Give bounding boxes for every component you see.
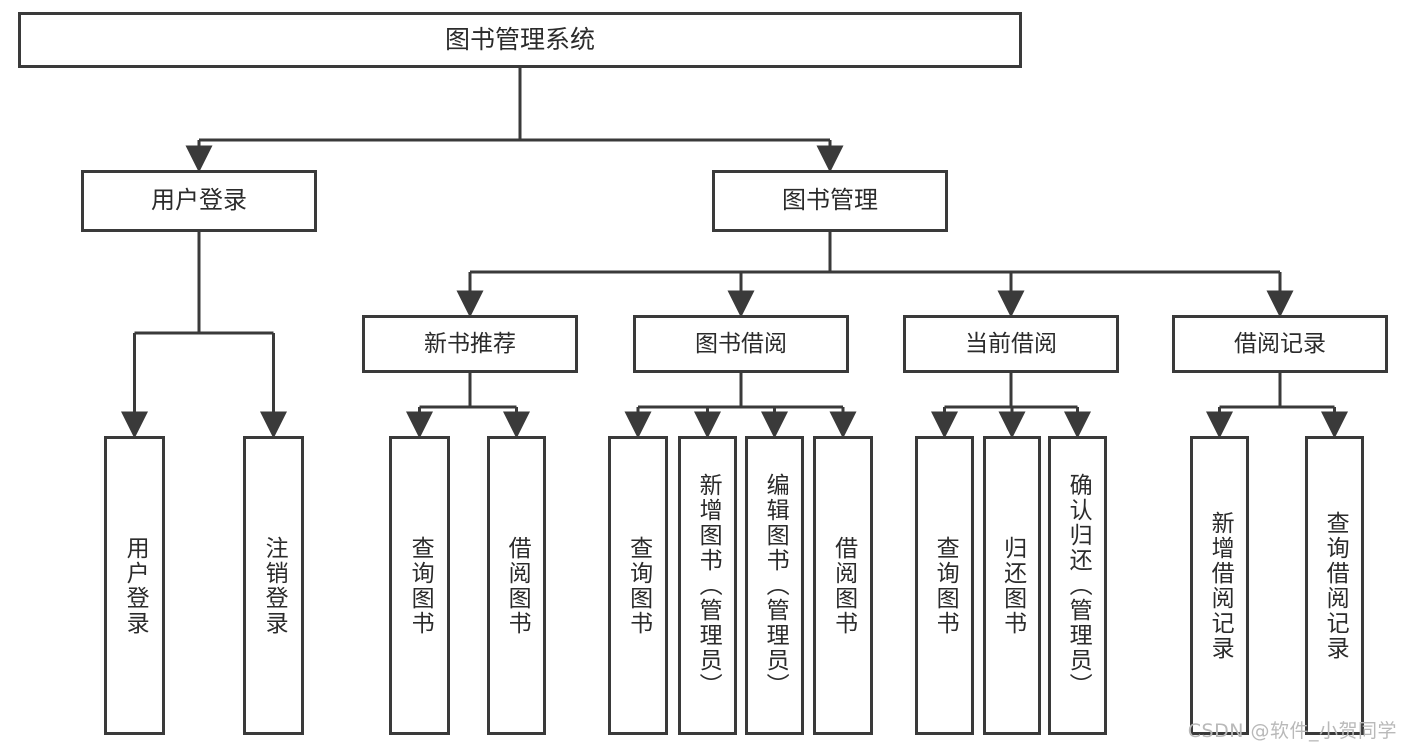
node-leaf-borrow-book-2[interactable]: 借阅图书: [813, 436, 873, 735]
node-user-login-label: 用户登录: [151, 186, 247, 215]
node-leaf-add-book-label: 新增图书（管理员）: [695, 473, 722, 698]
node-book-borrow[interactable]: 图书借阅: [633, 315, 849, 373]
edges-group: [121, 68, 1348, 439]
node-leaf-query-record-label: 查询借阅记录: [1322, 510, 1349, 661]
node-leaf-user-login-label: 用户登录: [122, 535, 149, 636]
node-book-borrow-label: 图书借阅: [695, 330, 787, 357]
node-leaf-query-book-3-label: 查询图书: [932, 535, 959, 636]
node-leaf-query-book-1-label: 查询图书: [407, 535, 434, 636]
node-current-borrow-label: 当前借阅: [965, 330, 1057, 357]
node-leaf-query-record[interactable]: 查询借阅记录: [1305, 436, 1364, 735]
node-leaf-add-book[interactable]: 新增图书（管理员）: [678, 436, 737, 735]
node-user-login[interactable]: 用户登录: [81, 170, 317, 232]
node-borrow-record-label: 借阅记录: [1234, 330, 1326, 357]
node-leaf-borrow-book-2-label: 借阅图书: [830, 535, 857, 636]
node-leaf-query-book-3[interactable]: 查询图书: [915, 436, 974, 735]
node-leaf-query-book-1[interactable]: 查询图书: [389, 436, 450, 735]
node-leaf-edit-book-label: 编辑图书（管理员）: [762, 473, 789, 698]
node-borrow-record[interactable]: 借阅记录: [1172, 315, 1388, 373]
node-leaf-confirm-return[interactable]: 确认归还（管理员）: [1048, 436, 1107, 735]
node-leaf-return-book[interactable]: 归还图书: [983, 436, 1041, 735]
node-leaf-borrow-book-1-label: 借阅图书: [504, 535, 531, 636]
node-leaf-query-book-2-label: 查询图书: [625, 535, 652, 636]
node-leaf-query-book-2[interactable]: 查询图书: [608, 436, 668, 735]
watermark-text: CSDN @软件_小贺同学: [1187, 720, 1397, 742]
node-leaf-borrow-book-1[interactable]: 借阅图书: [487, 436, 546, 735]
node-leaf-logout[interactable]: 注销登录: [243, 436, 304, 735]
node-root[interactable]: 图书管理系统: [18, 12, 1022, 68]
node-leaf-add-record[interactable]: 新增借阅记录: [1190, 436, 1249, 735]
node-leaf-edit-book[interactable]: 编辑图书（管理员）: [745, 436, 804, 735]
node-root-label: 图书管理系统: [444, 24, 595, 54]
node-new-book-rec[interactable]: 新书推荐: [362, 315, 578, 373]
node-leaf-logout-label: 注销登录: [261, 535, 288, 636]
node-leaf-add-record-label: 新增借阅记录: [1207, 510, 1234, 661]
node-leaf-confirm-return-label: 确认归还（管理员）: [1065, 473, 1092, 698]
node-new-book-rec-label: 新书推荐: [424, 330, 516, 357]
node-leaf-return-book-label: 归还图书: [999, 535, 1026, 636]
node-book-manage-label: 图书管理: [782, 186, 878, 215]
node-book-manage[interactable]: 图书管理: [712, 170, 948, 232]
node-leaf-user-login[interactable]: 用户登录: [104, 436, 165, 735]
node-current-borrow[interactable]: 当前借阅: [903, 315, 1119, 373]
